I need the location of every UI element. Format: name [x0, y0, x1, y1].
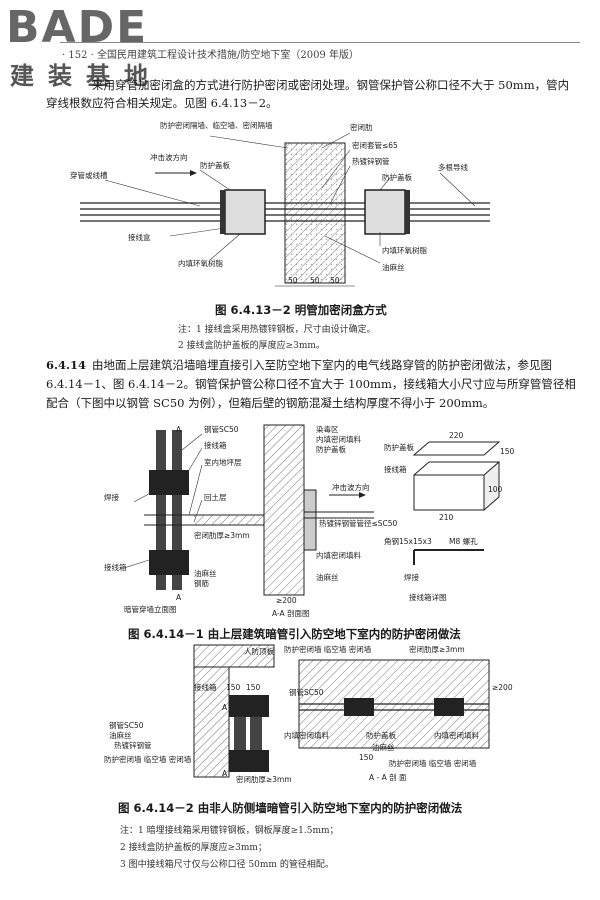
fig2-label-galv: 热镀锌钢管管径≤SC50 [319, 518, 398, 528]
section-line-3: 配合（下图中以钢管 SC50 为例），但箱后壁的钢筋混凝土结构厚度不得小于 20… [46, 396, 495, 410]
fig1-label-multi: 多根导线 [438, 162, 468, 172]
fig1-label-shock: 冲击波方向 [150, 152, 188, 162]
fig1-label-conduit: 穿管或线槽 [70, 170, 108, 180]
fig2-label-A2: A [176, 593, 182, 602]
fig2-label-elev: 暗管穿墙立面图 [124, 604, 177, 614]
fig2-label-weld: 焊接 [104, 492, 119, 502]
intro-line-2: 穿线根数应符合相关规定。见图 6.4.13－2。 [46, 96, 278, 110]
fig3-label-aa: A - A 剖 面 [369, 772, 407, 782]
fig3-label-top2: 密闭肋厚≥3mm [409, 644, 465, 654]
fig3-label-d150c: 150 [359, 753, 374, 762]
fig1-label-box: 接线盒 [128, 232, 151, 242]
fig3-label-A2: A [222, 769, 228, 778]
fig3-label-A1: A [222, 703, 228, 712]
fig3-note-3: 3 图中接线箱尺寸仅与公称口径 50mm 的管径相配。 [120, 860, 334, 870]
fig2-label-weld2: 焊接 [404, 572, 419, 582]
fig1-label-cover: 防护盖板 [200, 160, 230, 170]
fig3-label-d150b: 150 [246, 683, 261, 692]
section-line-1: 由地面上层建筑沿墙暗埋直接引入至防空地下室内的电气线路穿管的防护密闭做法，参见图 [92, 358, 552, 372]
elevation-view [144, 430, 264, 590]
running-title: · 152 · 全国民用建筑工程设计技术措施/防空地下室（2009 年版） [62, 50, 359, 61]
fig1-dim-1: 50 [288, 276, 298, 285]
fig3-label-seal-rib: 密闭肋厚≥3mm [236, 774, 292, 784]
fig2-label-jbox3: 接线箱 [384, 464, 407, 474]
fig1-caption: 图 6.4.13－2 明管加密闭盒方式 [215, 303, 387, 317]
intro-line-1: 采用穿管加密闭盒的方式进行防护密闭或密闭处理。钢管保护管公称口径不大于 50mm… [92, 78, 570, 92]
header-rule [60, 42, 580, 43]
fig2-label-d220: 220 [449, 431, 464, 440]
fig1-dim-3: 50 [330, 276, 340, 285]
fig3-label-jbox: 接线箱 [194, 682, 217, 692]
fig3-label-pipe2: 钢管SC50 [289, 687, 324, 697]
figure-6-4-14-2: 人防顶板 接线箱 150 150 钢管SC50 油麻丝 热镀锌钢管 防护密闭墙 … [104, 644, 513, 784]
fig2-label-jbox: 接线箱 [204, 440, 227, 450]
fig3-label-d200: ≥200 [492, 683, 513, 692]
fig2-label-d150: 150 [500, 447, 515, 456]
fig3-label-inner: 内填密闭填料 [284, 730, 329, 740]
fig2-label-A1: A [176, 425, 182, 434]
figure-6-4-13-2: 防护密闭隔墙、临空墙、密闭隔墙 密闭肋 密闭套管≤65 热镀锌钢管 多根导线 防… [70, 120, 490, 287]
brand-logo: BADE [6, 2, 149, 53]
fig3-label-walls: 防护密闭墙 临空墙 密闭墙 [104, 754, 192, 764]
fig1-note-1: 注：1 接线盒采用热镀锌钢板，尺寸由设计确定。 [178, 325, 376, 335]
fig3-label-galv: 热镀锌钢管 [114, 740, 152, 750]
fig2-label-d200: ≥200 [276, 596, 297, 605]
fig2-label-d100: 100 [488, 485, 503, 494]
fig2-label-pipe: 钢管SC50 [204, 424, 239, 434]
junction-box-left [224, 189, 266, 235]
fig3-label-hemp2: 油麻丝 [372, 742, 395, 752]
fig3-label-cover: 防护盖板 [366, 730, 396, 740]
fig3-label-top1: 防护密闭墙 临空墙 密闭墙 [284, 644, 372, 654]
fig2-label-jbox2: 接线箱 [104, 562, 127, 572]
fig2-label-bolt: M8 螺孔 [449, 536, 478, 546]
fig2-label-hemp: 油麻丝 [194, 568, 217, 578]
section-number: 6.4.14 [46, 358, 87, 372]
fig2-label-cover: 防护盖板 [384, 442, 414, 452]
fig3-note-1: 注：1 暗埋接线箱采用镀锌钢板，钢板厚度≥1.5mm； [120, 826, 339, 836]
detail-box [413, 474, 485, 511]
fig1-dim-2: 50 [310, 276, 320, 285]
fig3-label-d150a: 150 [226, 683, 241, 692]
fig2-label-mid1: 染毒区 [316, 424, 339, 434]
fig1-note-2: 2 接线盒防护盖板的厚度应≥3mm。 [178, 341, 325, 351]
fig2-label-inner: 内填密闭填料 [316, 550, 361, 560]
figure-6-4-14-1: A A 钢管SC50 接线箱 室内地坪层 焊接 回土层 密闭肋厚≥3mm 接线箱… [104, 424, 515, 618]
fig3-note-2: 2 接线盒防护盖板的厚度应≥3mm； [120, 843, 267, 853]
fig3-label-inner2: 内填密闭填料 [434, 730, 479, 740]
fig2-label-hemp2: 油麻丝 [316, 572, 339, 582]
fig1-label-wall: 防护密闭隔墙、临空墙、密闭隔墙 [160, 120, 273, 130]
fig3-label-pipe: 钢管SC50 [109, 720, 144, 730]
fig2-label-seal-rib: 密闭肋厚≥3mm [194, 530, 250, 540]
fig1-label-seal-rib: 密闭肋 [350, 122, 373, 132]
fig1-label-galv: 热镀锌钢管 [352, 156, 390, 166]
fig1-label-cover2: 防护盖板 [382, 172, 412, 182]
conduit-bundle [80, 202, 490, 222]
fig2-caption: 图 6.4.14－1 由上层建筑暗管引入防空地下室内的防护密闭做法 [128, 627, 461, 641]
fig1-label-epoxy2: 内填环氧树脂 [382, 245, 427, 255]
fig2-label-steel: 钢筋 [194, 578, 209, 588]
fig3-caption: 图 6.4.14－2 由非人防侧墙暗管引入防空地下室内的防护密闭做法 [118, 801, 463, 815]
fig2-label-angle: 角钢15x15x3 [384, 536, 432, 546]
fig2-label-d210: 210 [439, 513, 454, 522]
fig1-label-seal-gap: 密闭套管≤65 [352, 140, 398, 150]
fig2-label-aa: A-A 剖面图 [272, 608, 310, 618]
section-wall [263, 424, 305, 596]
fig2-label-backfill: 回土层 [204, 492, 227, 502]
fig3-label-hemp: 油麻丝 [109, 730, 132, 740]
fig3-label-roof: 人防顶板 [244, 646, 274, 656]
fig3-label-bottom: 防护密闭墙 临空墙 密闭墙 [389, 758, 477, 768]
junction-box-right [364, 189, 406, 235]
fig2-label-mid2: 内填密闭填料 [316, 434, 361, 444]
fig2-label-mid3: 防护盖板 [316, 444, 346, 454]
fig1-label-hemp: 油麻丝 [382, 262, 405, 272]
fig2-label-floor: 室内地坪层 [204, 457, 242, 467]
section-line-2: 6.4.14－1、图 6.4.14－2。钢管保护管公称口径不宜大于 100mm，… [46, 377, 576, 391]
fig1-label-epoxy: 内填环氧树脂 [178, 258, 223, 268]
brand-subtitle: 建装基地 [10, 62, 162, 90]
fig2-label-detail: 接线箱详图 [409, 592, 447, 602]
fig2-label-shock: 冲击波方向 [332, 482, 370, 492]
